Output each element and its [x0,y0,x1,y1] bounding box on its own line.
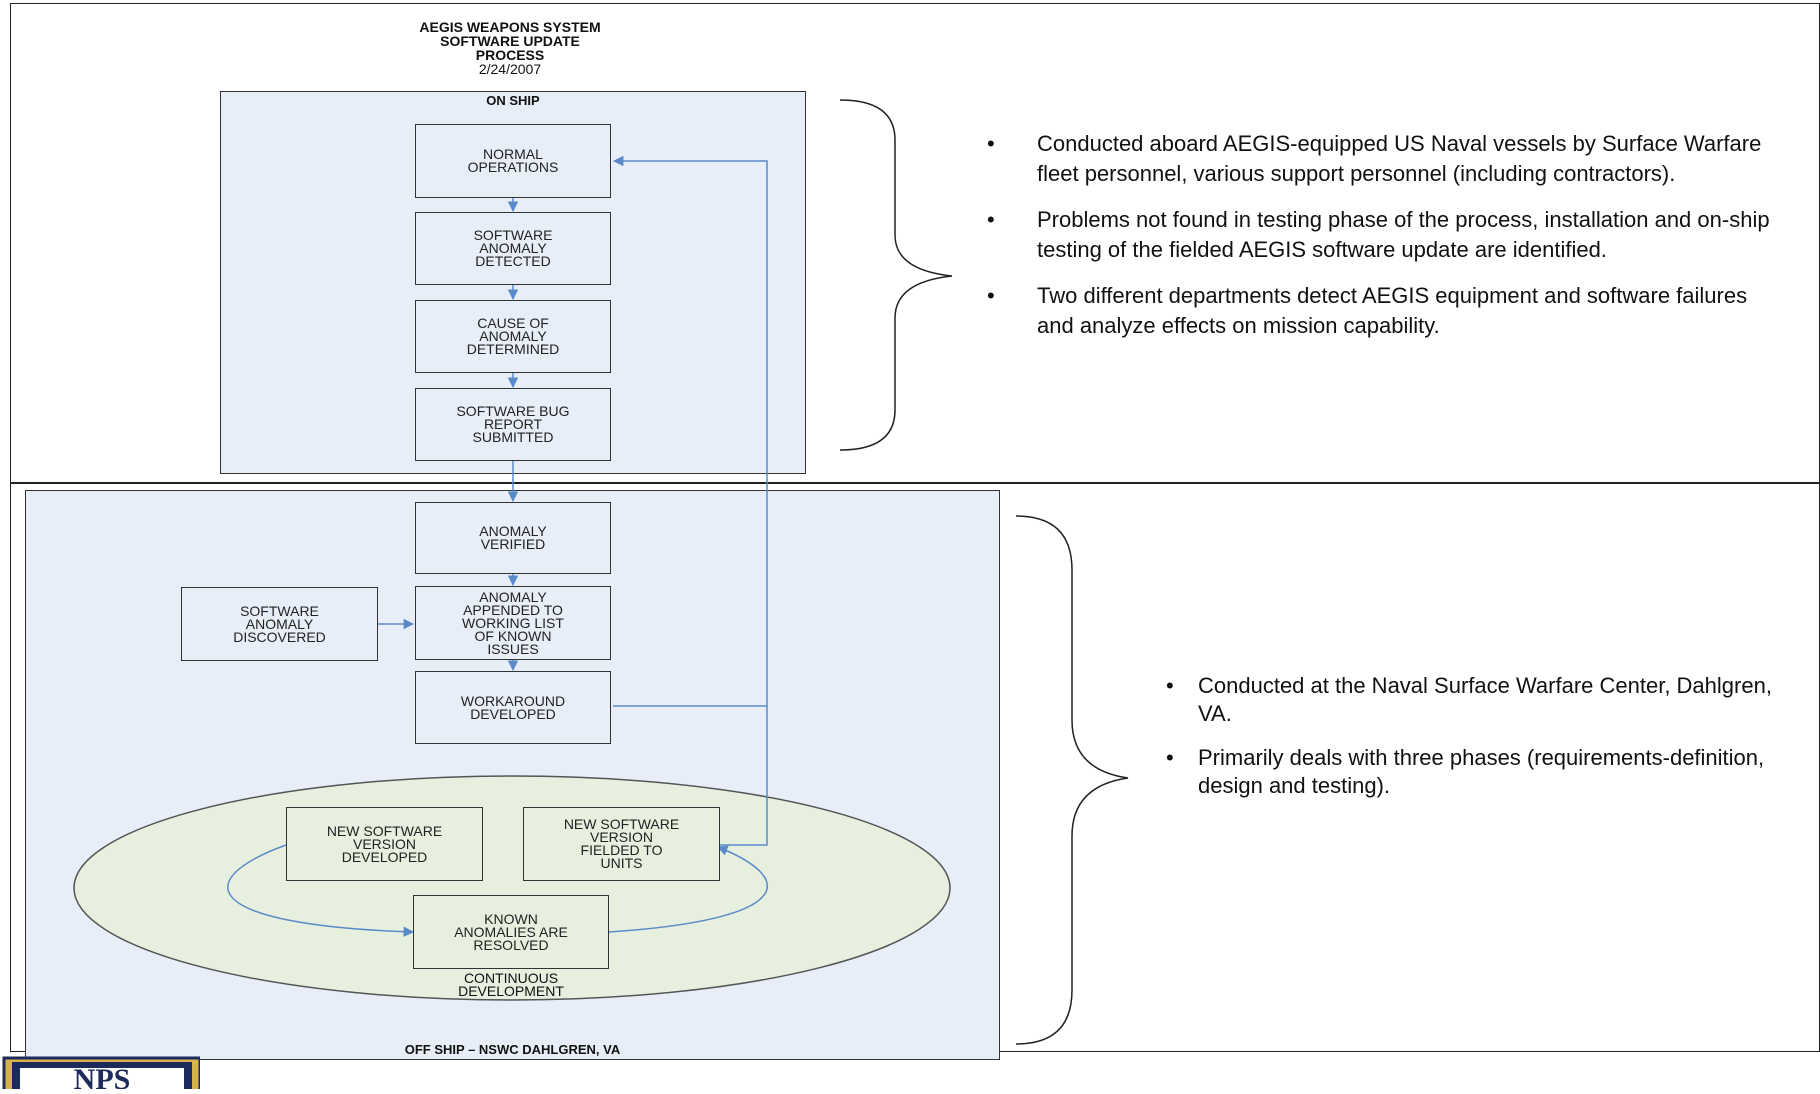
cycle-developed-to-resolved [227,844,415,937]
on-ship-note: • Problems not found in testing phase of … [987,205,1777,265]
on-ship-label: ON SHIP [486,93,540,108]
box-software-anomaly-detected: SOFTWARE ANOMALY DETECTED [415,212,611,285]
box-anomaly-appended: ANOMALY APPENDED TO WORKING LIST OF KNOW… [415,586,611,660]
on-ship-note: • Conducted aboard AEGIS-equipped US Nava… [987,129,1777,189]
on-ship-note: • Two different departments detect AEGIS … [987,281,1777,341]
on-ship-note-text: Problems not found in testing phase of t… [1037,207,1770,262]
bullet-glyph: • [987,131,995,156]
off-ship-note-text: Primarily deals with three phases (requi… [1198,745,1765,798]
bullet-glyph: • [987,283,995,308]
box-cause-of-anomaly-determined: CAUSE OF ANOMALY DETERMINED [415,300,611,373]
title-date: 2/24/2007 [478,61,542,77]
top-brace [839,99,953,451]
box-new-software-version-developed: NEW SOFTWARE VERSION DEVELOPED [286,807,483,881]
off-ship-note: • Primarily deals with three phases (requ… [1166,744,1788,800]
off-ship-notes: • Conducted at the Naval Surface Warfare … [1166,672,1788,816]
title-line-1: AEGIS WEAPONS SYSTEM [419,19,601,35]
nps-shield-icon: NPS [2,1056,202,1094]
bullet-glyph: • [987,207,995,232]
bullet-glyph: • [1166,673,1174,698]
nps-logo-text: NPS [74,1063,131,1089]
bottom-brace [1015,515,1129,1045]
title-line-3: PROCESS [475,47,545,63]
on-ship-note-text: Two different departments detect AEGIS e… [1037,283,1748,338]
feedback-workaround-to-normal [612,155,768,707]
box-software-bug-report-submitted: SOFTWARE BUG REPORT SUBMITTED [415,388,611,461]
off-ship-label: OFF SHIP – NSWC DAHLGREN, VA [404,1042,621,1057]
box-normal-operations: NORMAL OPERATIONS [415,124,611,198]
off-ship-note: • Conducted at the Naval Surface Warfare … [1166,672,1788,728]
continuous-development-label: CONTINUOUS DEVELOPMENT [458,970,564,999]
title-line-2: SOFTWARE UPDATE [440,33,580,49]
box-known-anomalies-resolved: KNOWN ANOMALIES ARE RESOLVED [413,895,609,969]
off-ship-note-text: Conducted at the Naval Surface Warfare C… [1198,673,1772,726]
on-ship-notes: • Conducted aboard AEGIS-equipped US Nava… [987,129,1777,357]
feedback-fielded-to-normal [705,706,768,846]
box-software-anomaly-discovered: SOFTWARE ANOMALY DISCOVERED [181,587,378,661]
box-new-software-version-fielded: NEW SOFTWARE VERSION FIELDED TO UNITS [523,807,720,881]
bullet-glyph: • [1166,745,1174,770]
box-workaround-developed: WORKAROUND DEVELOPED [415,671,611,744]
diagram-title: AEGIS WEAPONS SYSTEM SOFTWARE UPDATE PRO… [340,20,680,76]
cycle-resolved-to-fielded [608,845,769,933]
nps-logo: NPS [0,1052,202,1094]
box-anomaly-verified: ANOMALY VERIFIED [415,502,611,574]
on-ship-note-text: Conducted aboard AEGIS-equipped US Naval… [1037,131,1762,186]
